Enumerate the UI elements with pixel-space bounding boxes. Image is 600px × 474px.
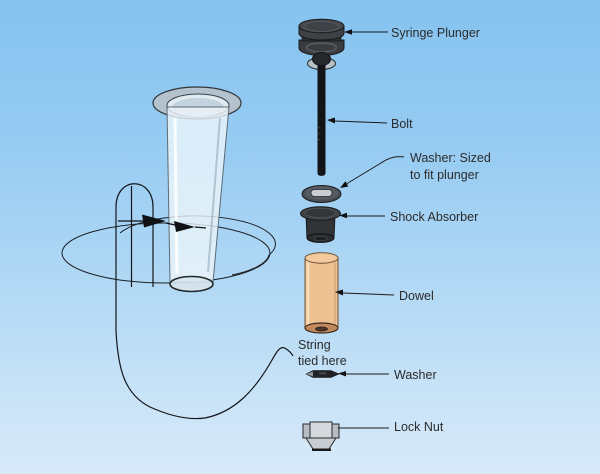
- leader-lines: [327, 29, 405, 429]
- spin-arrowhead-outer: [142, 214, 166, 228]
- leader-arrow-shock-absorber: [339, 212, 347, 219]
- leader-arrow-bolt: [327, 117, 335, 124]
- label-string-line1: String: [298, 338, 331, 352]
- label-string-line2: tied here: [298, 354, 347, 368]
- label-syringe-plunger: Syringe Plunger: [391, 26, 480, 40]
- syringe-barrel: [152, 86, 242, 293]
- label-lock-nut: Lock Nut: [394, 420, 444, 434]
- label-washer-plunger-line2: to fit plunger: [410, 168, 479, 182]
- label-shock-absorber: Shock Absorber: [390, 210, 478, 224]
- bolt-part: [307, 52, 336, 176]
- label-bolt: Bolt: [391, 117, 413, 131]
- washer-part: [305, 370, 340, 378]
- dowel-part: [304, 252, 339, 334]
- shock-absorber-part: [300, 206, 341, 243]
- spin-arrows: [118, 214, 207, 232]
- label-washer: Washer: [394, 368, 437, 382]
- labels: Syringe Plunger Bolt Washer: Sized to fi…: [298, 26, 491, 434]
- lock-nut-part: [302, 421, 340, 451]
- syringe-plunger-part: [298, 18, 345, 56]
- string-line: [115, 183, 294, 420]
- leader-arrow-dowel: [335, 289, 343, 296]
- label-dowel: Dowel: [399, 289, 434, 303]
- leader-arrow-washer: [338, 371, 346, 377]
- label-washer-plunger-line1: Washer: Sized: [410, 151, 491, 165]
- leader-arrow-syringe-plunger: [344, 29, 352, 35]
- spin-arrowhead-inner: [174, 221, 195, 232]
- leader-arrow-washer-plunger: [340, 181, 349, 188]
- washer-plunger-part: [301, 185, 342, 203]
